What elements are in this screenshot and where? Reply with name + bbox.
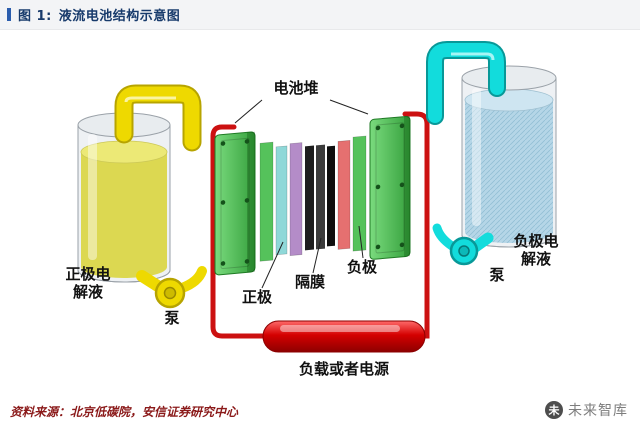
bolt-icon <box>220 141 226 146</box>
bolt-icon <box>220 261 226 266</box>
pump-outlet-pipe <box>432 223 457 251</box>
pump-right-hub <box>458 245 470 257</box>
watermark: 未 未来智库 <box>545 400 628 420</box>
footer: 资料来源：北京低碳院，安信证券研究中心 未 未来智库 <box>0 395 640 429</box>
end-plate-face <box>214 131 256 276</box>
battery-stack <box>214 115 411 276</box>
negative-electrode-label: 负极 <box>347 258 378 276</box>
pump-right-label: 泵 <box>489 266 504 284</box>
tank-glass-front <box>77 124 171 283</box>
figure-accent-bar <box>7 8 11 21</box>
end-plate-frame <box>220 137 250 269</box>
negative-electrolyte-tank <box>461 65 557 248</box>
figure-title: 液流电池结构示意图 <box>58 9 181 24</box>
bipolar-plate-violet <box>289 142 303 256</box>
source-line: 资料来源：北京低碳院，安信证券研究中心 <box>10 403 238 420</box>
bolt-icon <box>244 139 250 144</box>
glass-highlight <box>88 134 97 260</box>
pump-left-label: 泵 <box>164 309 179 327</box>
watermark-logo-icon: 未 <box>545 401 563 419</box>
circuit-wire-left <box>210 124 266 339</box>
negative-electrode-plate <box>337 140 351 250</box>
load-label: 负载或者电源 <box>299 360 389 378</box>
negative-electrode-leader <box>358 225 364 259</box>
positive-electrode-label: 正极 <box>242 288 273 306</box>
pump-outlet-pipe <box>177 266 207 293</box>
cyan-pipe-highlight <box>451 52 495 61</box>
load-body <box>262 320 426 353</box>
positive-electrolyte-label-line1: 正极电 <box>65 265 110 283</box>
liquid-hatch-texture <box>465 100 553 243</box>
bolt-icon <box>220 200 226 205</box>
negative-piping <box>426 41 506 266</box>
positive-electrode-plate <box>275 145 288 256</box>
bolt-icon <box>375 244 381 250</box>
stack-frame-plate-left <box>259 141 274 262</box>
stack-frame-plate-right <box>352 135 367 252</box>
end-plate-frame <box>375 122 405 254</box>
bolt-icon <box>399 242 405 248</box>
positive-electrolyte-label-line2: 解液 <box>73 283 104 301</box>
end-plate-edge <box>404 116 410 257</box>
circuit-wire-right <box>402 111 430 339</box>
bolt-icon <box>399 182 405 188</box>
figure-number: 图 1: <box>18 9 52 24</box>
membrane-plate-2 <box>316 144 325 250</box>
source-text: 北京低碳院，安信证券研究中心 <box>70 405 239 419</box>
bolt-icon <box>375 125 381 131</box>
flow-battery-diagram: 电池堆 正极电 解液 泵 正极 隔膜 负极 泵 负极电 解液 负载或者电源 <box>65 41 559 378</box>
pump-left-hub <box>163 286 177 300</box>
membrane-leader <box>312 237 322 274</box>
end-plate-left <box>214 131 256 276</box>
negative-electrolyte-label-line1: 负极电 <box>513 232 558 250</box>
stack-bracket-left <box>234 99 263 124</box>
cyan-pipe <box>428 43 504 123</box>
bolt-icon <box>244 198 250 203</box>
yellow-pipe-highlight <box>124 96 176 103</box>
membrane-plate-3 <box>327 145 335 247</box>
stack-label: 电池堆 <box>273 79 318 97</box>
bolt-icon <box>244 259 250 264</box>
watermark-text: 未来智库 <box>568 403 628 419</box>
positive-electrode-leader <box>261 241 284 289</box>
load-capsule <box>262 320 426 353</box>
membrane-plate <box>305 145 314 251</box>
glass-highlight <box>472 88 481 226</box>
positive-piping <box>114 84 207 309</box>
stack-bracket-right <box>329 99 369 115</box>
figure-header: 图 1: 液流电池结构示意图 <box>0 0 640 30</box>
tank-rim <box>461 65 557 91</box>
end-plate-edge <box>247 131 255 273</box>
positive-electrolyte-liquid <box>81 152 167 278</box>
membrane-label: 隔膜 <box>295 273 325 291</box>
load-highlight <box>280 325 400 332</box>
bolt-icon <box>375 184 381 190</box>
negative-electrolyte-label-line2: 解液 <box>521 250 552 268</box>
source-label: 资料来源： <box>10 405 71 419</box>
bolt-icon <box>399 123 405 129</box>
end-plate-right <box>369 115 411 260</box>
end-plate-face <box>369 115 411 260</box>
